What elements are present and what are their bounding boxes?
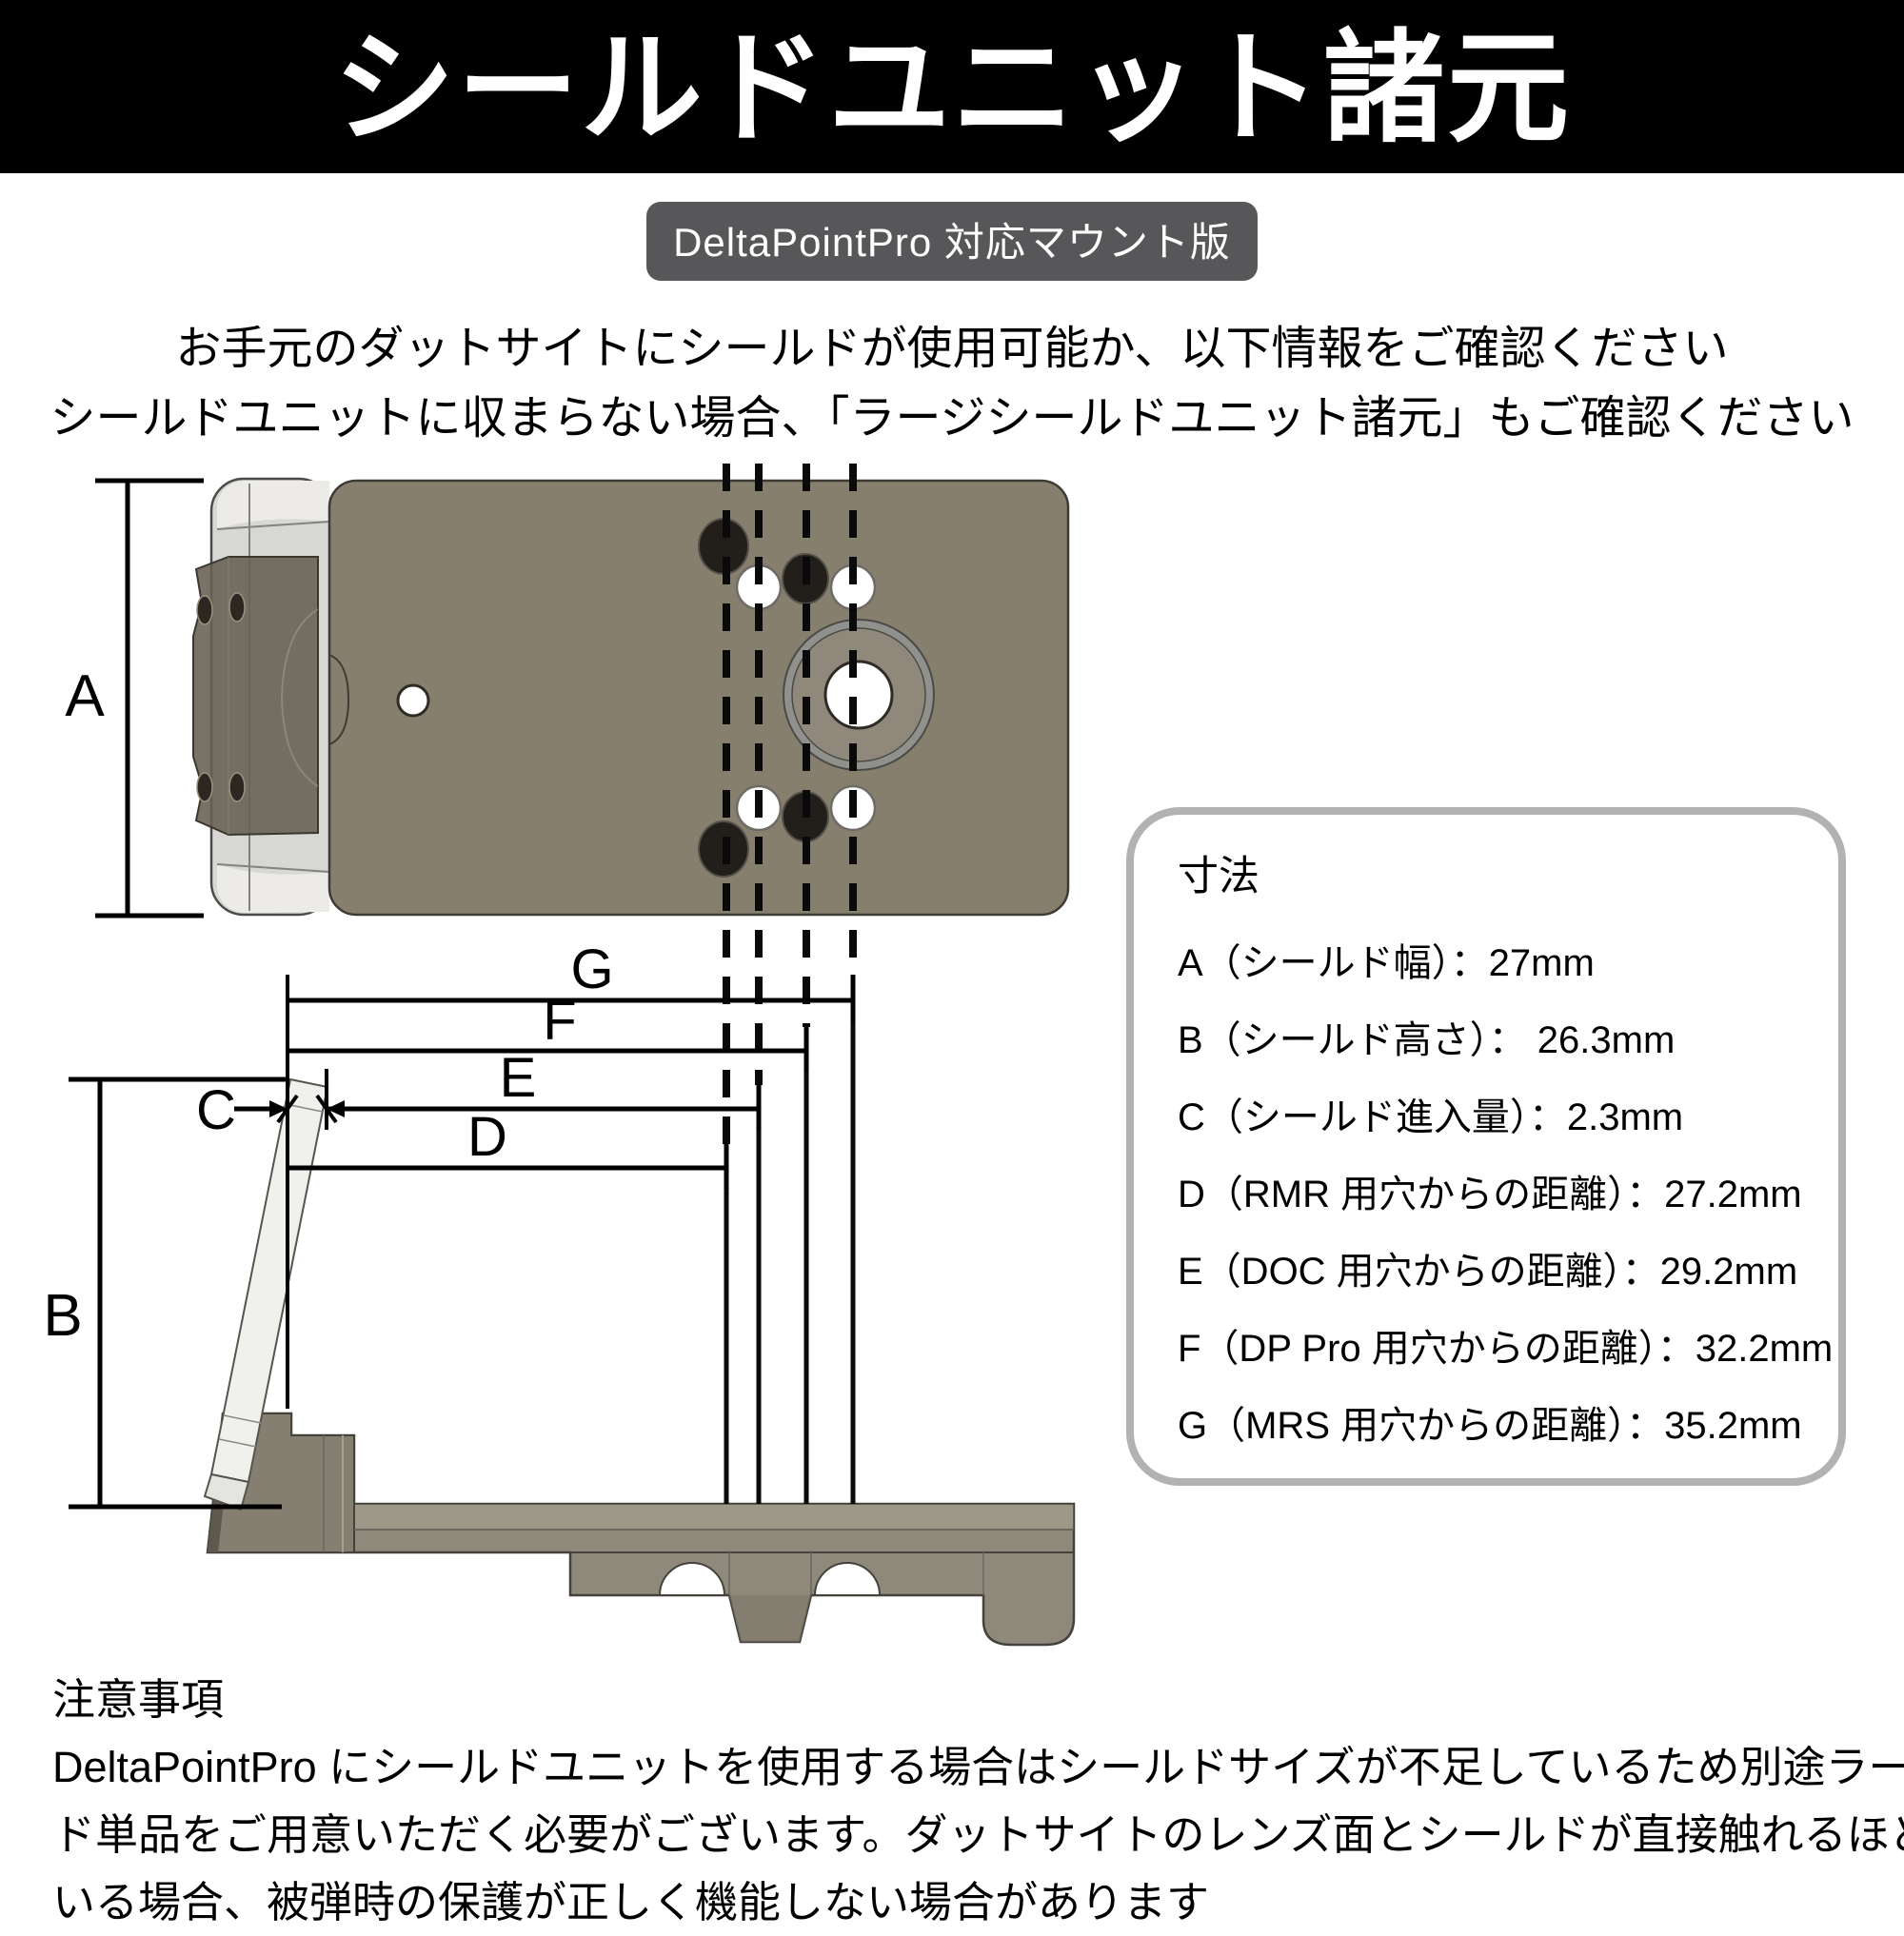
mounting-holes <box>698 518 877 878</box>
mount-version-badge: DeltaPointPro 対応マウント版 <box>646 202 1258 281</box>
spec-row-c: C（シールド進入量）：2.3mm <box>1178 1096 1684 1138</box>
mount-base-side-view <box>206 1412 1076 1647</box>
spec-row-d: D（RMR 用穴からの距離）：27.2mm <box>1178 1174 1802 1215</box>
intro-line-2: シールドユニットに収まらない場合、「ラージシールドユニット諸元」もご確認ください <box>50 393 1854 444</box>
title-banner: シールドユニット諸元 <box>0 0 1904 173</box>
spec-row-e: E（DOC 用穴からの距離）：29.2mm <box>1178 1251 1798 1293</box>
dim-label-f: F <box>543 990 576 1052</box>
notes-line-3: いる場合、被弾時の保護が正しく機能しない場合があります <box>52 1878 1210 1926</box>
dim-label-g: G <box>570 938 613 1000</box>
screw-hole <box>228 772 246 802</box>
spec-row-f: F（DP Pro 用穴からの距離）：32.2mm <box>1178 1328 1834 1370</box>
shield-top-highlight <box>217 481 329 529</box>
notes: 注意事項 DeltaPointPro にシールドユニットを使用する場合はシールド… <box>52 1666 1904 1936</box>
dim-label-a: A <box>65 663 105 729</box>
screw-hole <box>196 595 213 625</box>
screw-hole <box>228 592 246 622</box>
top-view <box>192 477 1070 917</box>
notes-line-2: ド単品をご用意いただく必要がございます。ダットサイトのレンズ面とシールドが直接触… <box>52 1810 1904 1859</box>
dim-g: G <box>288 938 856 1021</box>
notes-title: 注意事項 <box>52 1675 225 1724</box>
shield-bottom-highlight <box>217 864 329 913</box>
plate-edge-notch <box>328 654 350 745</box>
lens-ring <box>783 619 935 771</box>
dim-label-e: E <box>500 1047 537 1109</box>
shield-side-view <box>203 1077 329 1511</box>
dim-label-d: D <box>467 1106 507 1168</box>
badge-row: DeltaPointPro 対応マウント版 <box>0 202 1904 281</box>
notes-line-1: DeltaPointPro にシールドユニットを使用する場合はシールドサイズが不… <box>52 1743 1904 1791</box>
mount-plate-top-view <box>327 479 1070 917</box>
dim-b: B <box>43 1077 286 1510</box>
spec-box-title: 寸法 <box>1178 854 1259 899</box>
page-title: シールドユニット諸元 <box>332 21 1571 157</box>
dim-label-c: C <box>196 1079 236 1141</box>
projection-lines <box>723 464 857 1504</box>
dim-f: F <box>288 990 809 1072</box>
screw-hole <box>196 772 213 802</box>
dim-c: C <box>196 1079 345 1141</box>
recoil-lug <box>729 1595 811 1642</box>
spec-row-g: G（MRS 用穴からの距離）：35.2mm <box>1178 1405 1802 1447</box>
intro-line-1: お手元のダットサイトにシールドが使用可能か、以下情報をご確認ください <box>175 324 1729 374</box>
front-screw-hole <box>396 683 430 718</box>
base-top-band <box>353 1503 1075 1531</box>
dim-a: A <box>65 478 204 919</box>
spec-row-b: B（シールド高さ）： 26.3mm <box>1178 1019 1676 1061</box>
dim-label-b: B <box>43 1283 82 1349</box>
sight-body-overlay <box>192 556 319 837</box>
dovetail-arch <box>813 1562 882 1596</box>
spec-row-a: A（シールド幅）：27mm <box>1178 942 1595 984</box>
dim-e: E <box>327 1047 762 1130</box>
shield-tip <box>203 1472 250 1511</box>
dimensions: A B G F E <box>43 478 856 1510</box>
dim-d: D <box>288 1106 729 1189</box>
dovetail-arch <box>658 1562 726 1596</box>
spec-box: 寸法 A（シールド幅）：27mm B（シールド高さ）： 26.3mm C（シール… <box>1126 807 1846 1486</box>
side-view <box>203 1077 1076 1647</box>
